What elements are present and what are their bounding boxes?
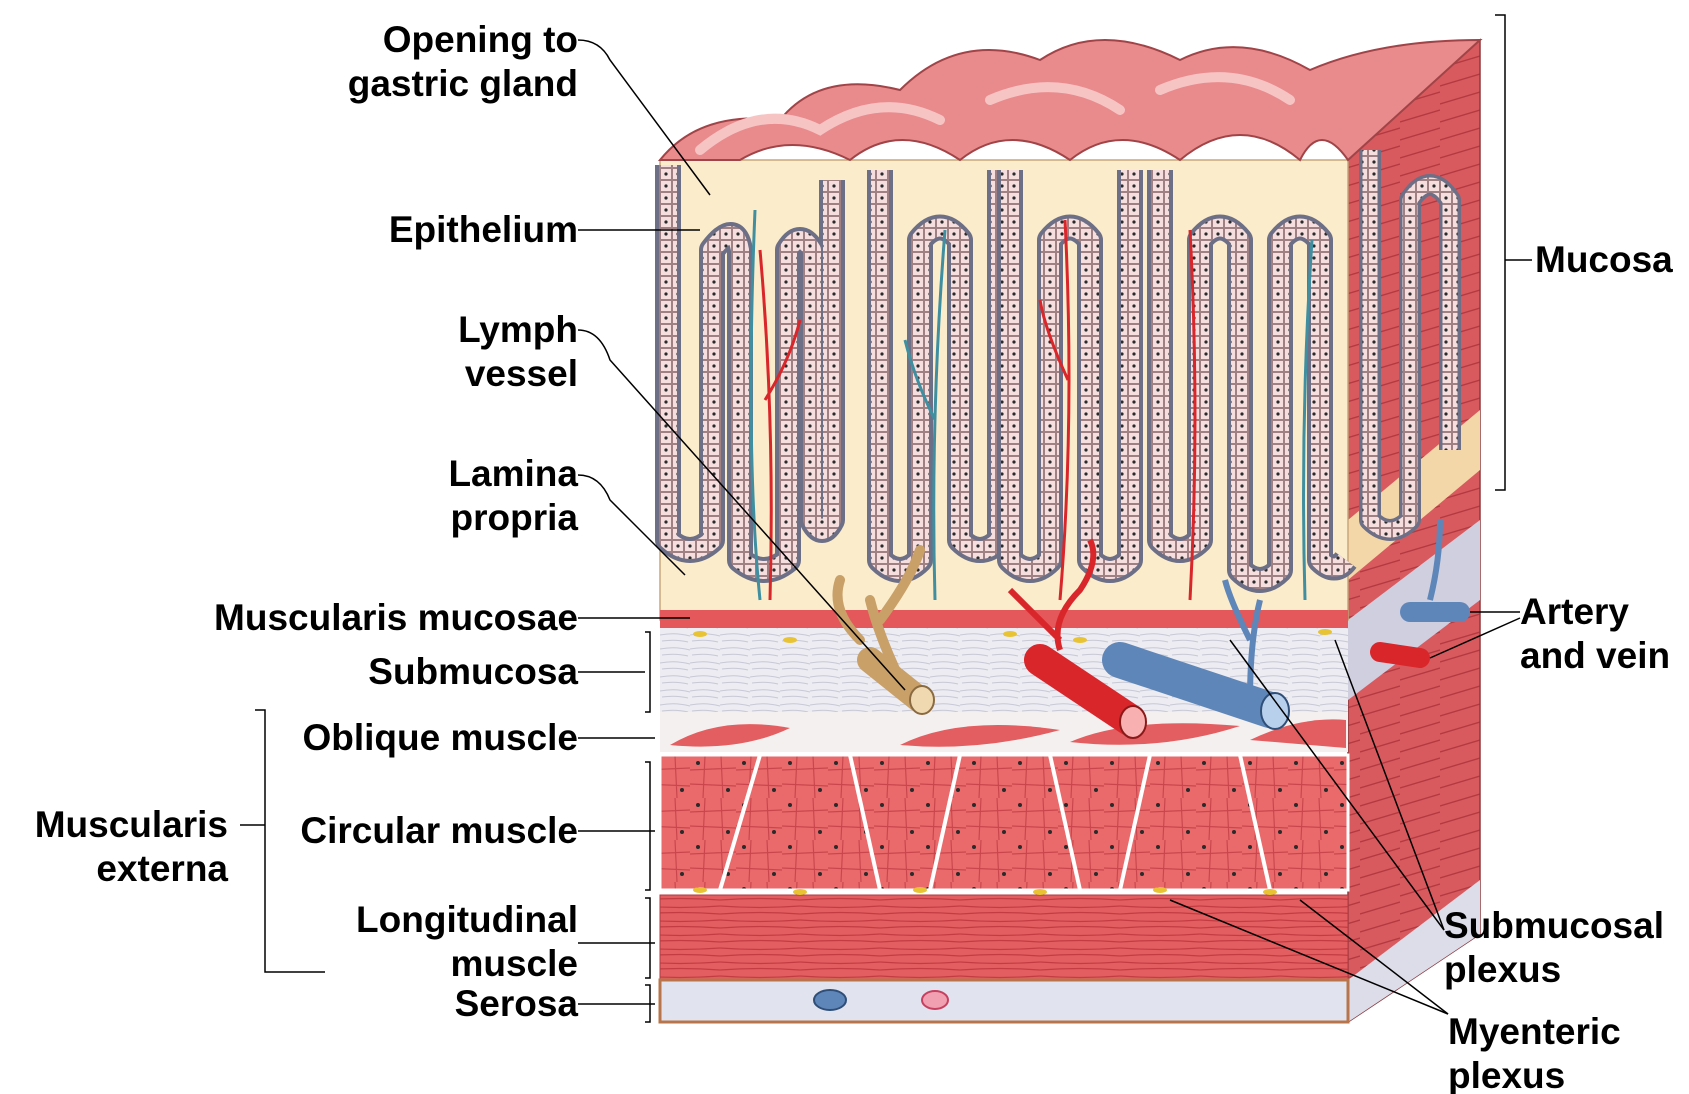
label-circular-muscle: Circular muscle — [250, 809, 578, 853]
label-epithelium: Epithelium — [300, 208, 578, 252]
label-artery-and-vein: Artery and vein — [1520, 590, 1670, 678]
label-opening-to-gastric-gland: Opening to gastric gland — [300, 18, 578, 106]
label-muscularis-externa: Muscularis externa — [0, 803, 228, 891]
label-submucosal-plexus: Submucosal plexus — [1444, 904, 1664, 992]
label-muscularis-mucosae: Muscularis mucosae — [160, 596, 578, 640]
serosa-artery-section — [922, 991, 948, 1009]
label-serosa: Serosa — [300, 982, 578, 1026]
serosa-vein-section — [814, 990, 846, 1010]
serosa-region — [660, 980, 1348, 1022]
label-oblique-muscle: Oblique muscle — [250, 716, 578, 760]
label-longitudinal-muscle: Longitudinal muscle — [300, 898, 578, 986]
label-myenteric-plexus: Myenteric plexus — [1448, 1010, 1621, 1094]
label-lymph-vessel: Lymph vessel — [300, 308, 578, 396]
label-lamina-propria: Lamina propria — [300, 452, 578, 540]
mucosal-surface — [660, 40, 1480, 160]
label-submucosa: Submucosa — [300, 650, 578, 694]
longitudinal-muscle-region — [660, 895, 1348, 980]
label-mucosa: Mucosa — [1535, 238, 1673, 282]
